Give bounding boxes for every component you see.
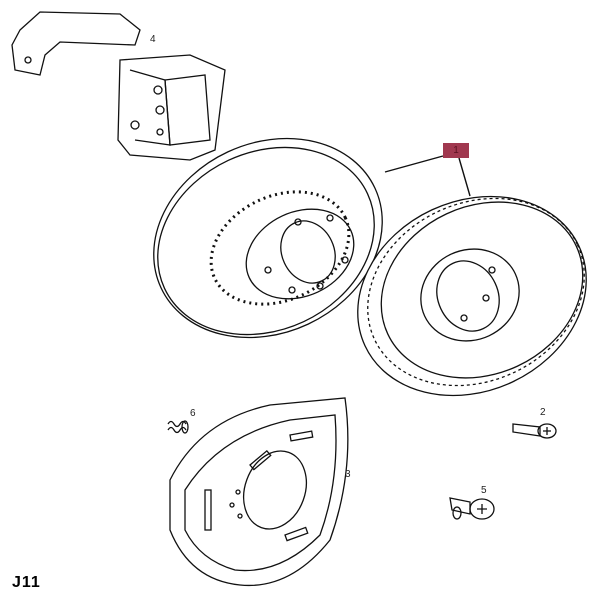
part-label-3: 3 <box>345 469 351 480</box>
diagram-code: J11 <box>12 574 41 591</box>
part-6-spring-drawing[interactable] <box>167 420 189 434</box>
part-label-1-highlighted[interactable]: 1 <box>443 143 469 158</box>
part-label-6: 6 <box>190 408 196 419</box>
part-label-2: 2 <box>540 407 546 418</box>
part-1-disc-right-drawing[interactable] <box>325 160 600 432</box>
part-3-shield-drawing[interactable] <box>169 397 349 587</box>
part-label-4: 4 <box>150 34 156 45</box>
part-label-5: 5 <box>481 485 487 496</box>
part-1-disc-left-drawing[interactable] <box>121 102 415 374</box>
part-5-bolt-drawing[interactable] <box>449 497 495 520</box>
part-2-screw-drawing[interactable] <box>512 423 557 439</box>
part-4-shield-drawing[interactable] <box>11 11 226 161</box>
